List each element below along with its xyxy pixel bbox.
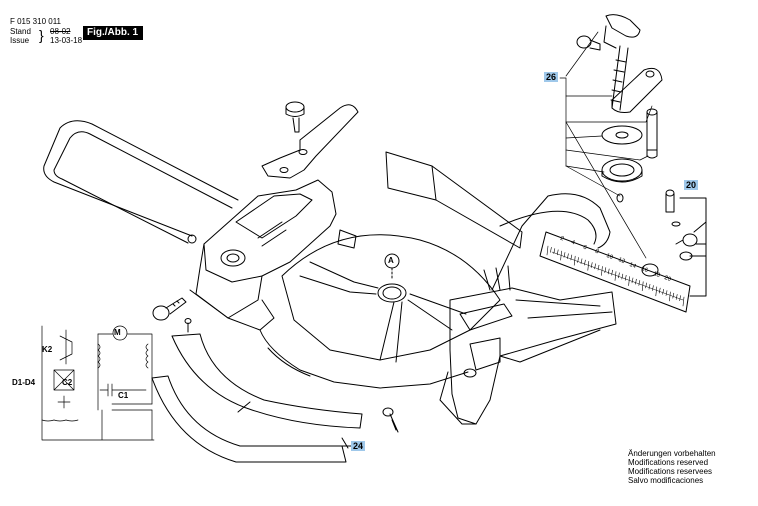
modification-notes: Änderungen vorbehalten Modifications res…: [628, 449, 716, 485]
scale-tick: [682, 296, 685, 307]
bolt-bottom: [382, 407, 399, 433]
c1-label: C1: [118, 391, 129, 400]
small-screw: [184, 318, 192, 333]
bracket-glyph: }: [39, 27, 44, 43]
scale-tick: [573, 255, 576, 266]
note-de: Änderungen vorbehalten: [628, 449, 716, 458]
issue-value: 13-03-18: [50, 36, 83, 45]
scale-tick: [679, 295, 681, 302]
note-es: Salvo modificaciones: [628, 476, 704, 485]
note-fr: Modifications reservees: [628, 467, 713, 476]
motor-label: M: [114, 328, 121, 337]
base-right: [439, 193, 617, 425]
callout-24: 24: [351, 441, 366, 451]
scale-tick: [631, 277, 634, 284]
scale-tick: [597, 264, 600, 271]
scale-screw-assembly: [641, 189, 707, 297]
scale-tick: [645, 282, 647, 289]
saw-head-housing: [189, 179, 337, 331]
scale-tick: [556, 249, 559, 256]
scale-tick: [563, 252, 566, 258]
c2-label: C2: [62, 378, 73, 387]
callout-26: 26: [544, 72, 559, 82]
scale-tick: [641, 281, 644, 292]
scale-tick: [655, 286, 658, 297]
scale-tick: [665, 290, 668, 296]
scale-tick: [601, 266, 603, 276]
carry-handle: [43, 120, 239, 244]
scale-tick: [618, 272, 620, 279]
d1d4-label: D1-D4: [12, 378, 36, 387]
scale-tick: [567, 253, 569, 259]
scale-tick: [546, 245, 549, 256]
scale-tick: [550, 246, 552, 253]
fence-plate: [385, 151, 523, 249]
scale-tick: [580, 258, 583, 265]
detail-a-label: A: [388, 256, 394, 265]
side-knob: [152, 297, 187, 321]
scale-tick: [638, 280, 641, 286]
scale-tick: [577, 257, 579, 263]
scale-tick: [624, 275, 627, 281]
scale-ticks: [546, 245, 685, 307]
table-insert-24: [151, 333, 363, 463]
scale-tick: [658, 287, 661, 294]
scale-tick: [570, 254, 573, 261]
scale-tick: [621, 273, 624, 280]
scale-tick: [560, 250, 562, 261]
stand-value: 08-02: [50, 27, 71, 36]
scale-tick: [607, 268, 610, 275]
scale-tick: [611, 269, 613, 276]
scale-tick: [662, 289, 664, 295]
scale-tick: [584, 259, 586, 266]
scale-tick: [604, 267, 607, 273]
issue-label: Issue: [10, 36, 30, 45]
scale-tick: [587, 260, 590, 271]
scale-tick: [614, 271, 617, 281]
scale-tick: [675, 294, 678, 300]
scale-tick: [635, 278, 637, 285]
leader-lines-26: [559, 31, 653, 259]
scale-tick: [594, 263, 596, 270]
clamp-lever: [261, 101, 359, 179]
scale-tick: [672, 292, 675, 299]
figure-label: Fig./Abb. 1: [83, 26, 144, 40]
note-en: Modifications reserved: [628, 458, 709, 467]
scale-tick: [553, 248, 556, 254]
k2-label: K2: [42, 345, 53, 354]
scale-tick: [590, 262, 593, 268]
scale-tick: [652, 285, 654, 291]
scale-tick: [648, 283, 651, 290]
scale-tick: [669, 291, 671, 302]
circuit-schematic: [41, 325, 155, 441]
hold-down-clamp-assembly: [576, 14, 663, 203]
callout-20: 20: [684, 180, 699, 190]
turntable: [259, 229, 501, 389]
doc-number: F 015 310 011: [10, 17, 62, 26]
stand-label: Stand: [10, 27, 31, 36]
scale-tick: [628, 276, 630, 286]
